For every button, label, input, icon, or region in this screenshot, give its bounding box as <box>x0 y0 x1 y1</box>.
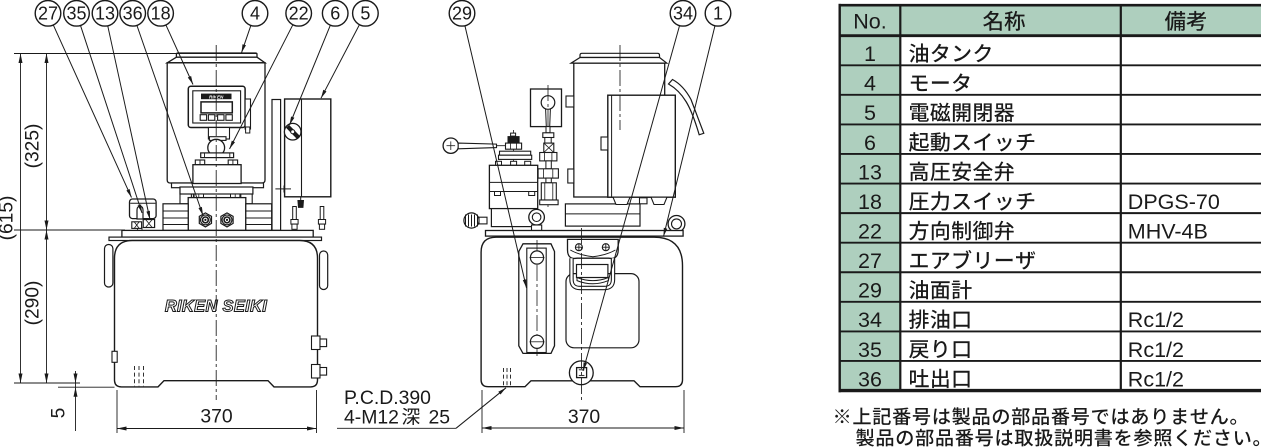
svg-text:Rc1/2: Rc1/2 <box>1128 338 1184 362</box>
svg-text:27: 27 <box>38 4 58 24</box>
svg-text:36: 36 <box>858 367 882 391</box>
svg-text:1: 1 <box>864 42 876 66</box>
svg-text:25: 25 <box>429 407 451 429</box>
svg-text:5: 5 <box>49 408 70 419</box>
svg-text:27: 27 <box>858 249 882 273</box>
svg-text:No.: No. <box>853 10 886 34</box>
svg-text:6: 6 <box>330 4 340 24</box>
svg-text:370: 370 <box>568 406 601 428</box>
svg-text:29: 29 <box>452 4 472 24</box>
svg-text:5: 5 <box>360 4 370 24</box>
svg-text:(615): (615) <box>0 196 18 241</box>
svg-text:35: 35 <box>858 338 882 362</box>
svg-text:36: 36 <box>123 4 143 24</box>
svg-text:29: 29 <box>858 279 882 303</box>
svg-text:18: 18 <box>151 4 171 24</box>
svg-text:22: 22 <box>858 219 882 243</box>
svg-text:DPGS-70: DPGS-70 <box>1128 190 1220 214</box>
svg-text:13: 13 <box>858 160 882 184</box>
svg-text:(325): (325) <box>23 124 44 169</box>
svg-text:P.C.D.390: P.C.D.390 <box>344 387 431 409</box>
svg-text:4: 4 <box>864 72 876 96</box>
svg-text:22: 22 <box>289 4 309 24</box>
svg-text:1: 1 <box>713 4 723 24</box>
svg-text:370: 370 <box>200 406 233 428</box>
svg-text:35: 35 <box>66 4 86 24</box>
svg-text:18: 18 <box>858 190 882 214</box>
svg-text:4-M12: 4-M12 <box>344 407 399 429</box>
svg-text:4: 4 <box>250 4 260 24</box>
svg-text:34: 34 <box>673 4 693 24</box>
svg-text:MHV-4B: MHV-4B <box>1128 219 1208 243</box>
svg-text:5: 5 <box>864 101 876 125</box>
svg-text:13: 13 <box>95 4 115 24</box>
svg-text:(290): (290) <box>23 281 44 326</box>
svg-text:Rc1/2: Rc1/2 <box>1128 308 1184 332</box>
svg-text:6: 6 <box>864 131 876 155</box>
svg-text:34: 34 <box>858 308 882 332</box>
svg-text:Rc1/2: Rc1/2 <box>1128 367 1184 391</box>
